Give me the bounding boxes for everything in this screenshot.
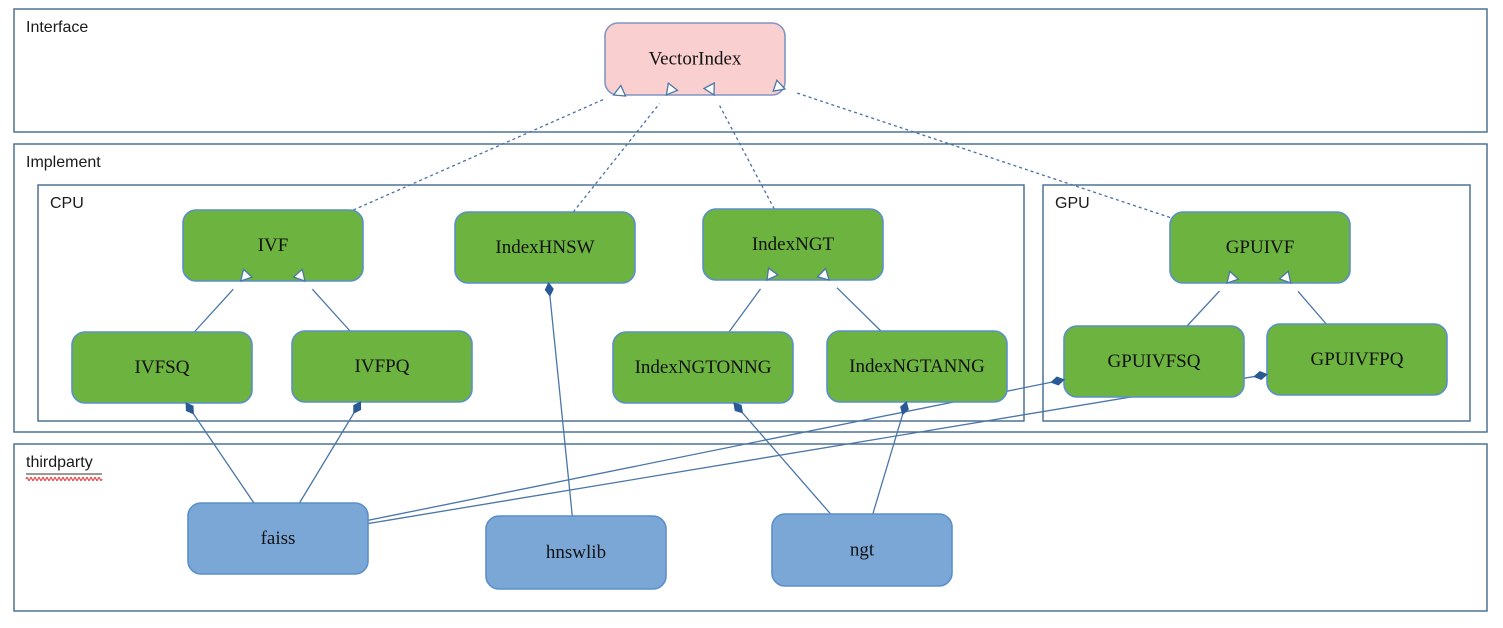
node-label-ivfpq: IVFPQ xyxy=(355,356,410,377)
composition-diamond-icon xyxy=(544,282,554,297)
spellcheck-squiggle-icon xyxy=(25,476,103,482)
node-label-gpuivfsq: GPUIVFSQ xyxy=(1108,351,1201,372)
edge-indexngtanng-to-indexngt xyxy=(836,287,882,332)
edge-faiss-to-gpuivfsq xyxy=(367,381,1052,521)
node-box-ivfsq[interactable] xyxy=(71,331,253,404)
generalization-arrowhead-icon xyxy=(1278,270,1292,285)
node-box-ivf[interactable] xyxy=(182,209,364,282)
realization-arrowhead-icon xyxy=(702,81,715,97)
node-box-gpuivfsq[interactable] xyxy=(1063,325,1245,398)
group-label-gpu: GPU xyxy=(1055,195,1090,212)
node-box-hnswlib[interactable] xyxy=(485,515,667,590)
node-label-vectorindex: VectorIndex xyxy=(649,48,742,69)
edge-indexhnsw-to-vectorindex xyxy=(572,103,661,213)
group-label-implement: Implement xyxy=(26,154,101,171)
composition-diamond-icon xyxy=(185,402,194,415)
node-box-ngt[interactable] xyxy=(771,513,953,587)
edge-indexngt-to-vectorindex xyxy=(718,104,775,210)
node-label-gpuivfpq: GPUIVFPQ xyxy=(1311,349,1404,370)
edge-ngt-to-indexngtanng xyxy=(872,414,904,515)
edge-gpuivfpq-to-gpuivf xyxy=(1297,290,1327,325)
node-label-indexngtonng: IndexNGTONNG xyxy=(635,357,772,378)
node-box-indexngtanng[interactable] xyxy=(826,330,1008,403)
node-label-ivf: IVF xyxy=(258,235,289,256)
composition-diamond-icon xyxy=(1253,370,1268,381)
group-label-cpu: CPU xyxy=(50,195,84,212)
composition-diamond-icon xyxy=(353,401,362,414)
node-label-faiss: faiss xyxy=(261,528,296,549)
generalization-arrowhead-icon xyxy=(816,267,831,281)
node-label-indexngt: IndexNGT xyxy=(752,234,835,255)
node-box-indexngt[interactable] xyxy=(702,208,884,281)
node-label-ivfsq: IVFSQ xyxy=(135,357,190,378)
realization-arrowhead-icon xyxy=(772,78,787,93)
composition-diamond-icon xyxy=(900,401,909,416)
edge-faiss-to-gpuivfpq xyxy=(367,375,1255,525)
node-box-ivfpq[interactable] xyxy=(291,330,473,403)
node-box-indexngtonng[interactable] xyxy=(612,331,794,404)
generalization-arrowhead-icon xyxy=(292,268,306,283)
group-label-thirdparty: thirdparty xyxy=(26,454,93,471)
generalization-arrowhead-icon xyxy=(1226,270,1240,284)
generalization-arrowhead-icon xyxy=(239,268,254,282)
composition-diamond-icon xyxy=(733,402,744,414)
group-label-interface: Interface xyxy=(26,19,88,36)
edge-faiss-to-ivfpq xyxy=(298,412,355,504)
realization-arrowhead-icon xyxy=(612,84,627,97)
edge-ivfpq-to-ivf xyxy=(311,288,351,332)
generalization-arrowhead-icon xyxy=(766,266,780,282)
node-box-faiss[interactable] xyxy=(187,502,369,575)
node-label-indexhnsw: IndexHNSW xyxy=(495,237,594,258)
node-label-hnswlib: hnswlib xyxy=(546,542,606,563)
node-box-gpuivf[interactable] xyxy=(1169,211,1351,284)
composition-diamond-icon xyxy=(1050,376,1065,386)
edge-gpuivfsq-to-gpuivf xyxy=(1186,290,1220,327)
edge-hnswlib-to-indexhnsw xyxy=(549,295,573,517)
edge-faiss-to-ivfsq xyxy=(192,413,255,504)
node-box-indexhnsw[interactable] xyxy=(454,211,636,284)
edge-indexngtonng-to-indexngt xyxy=(728,288,762,333)
edge-ivfsq-to-ivf xyxy=(193,288,234,333)
node-box-gpuivfpq[interactable] xyxy=(1266,323,1448,396)
node-label-indexngtanng: IndexNGTANNG xyxy=(849,356,985,377)
node-label-gpuivf: GPUIVF xyxy=(1226,237,1295,258)
node-label-ngt: ngt xyxy=(850,539,875,560)
edge-ngt-to-indexngtonng xyxy=(741,412,832,515)
realization-arrowhead-icon xyxy=(665,81,679,97)
node-box-vectorindex[interactable] xyxy=(604,22,786,96)
